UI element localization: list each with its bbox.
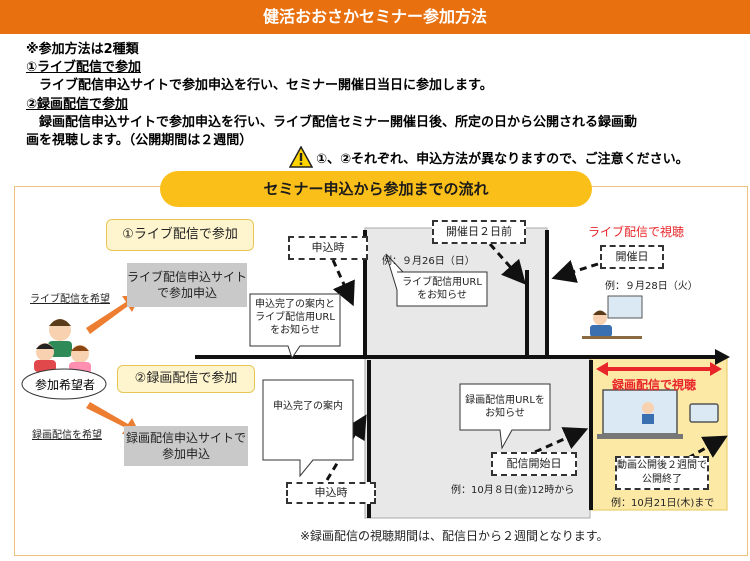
record-watch-label: 録画配信で視聴 [612,378,697,392]
record-viewer-illustration [597,389,719,439]
arrow-apply-live [331,259,355,307]
intro-line-6: 画を視聴します。（公開期間は２週間） [26,133,253,148]
live-label: ①ライブ配信で参加 [106,219,254,251]
record-start-example: 例：10月８日(金)12時から [451,485,575,496]
record-end-example: 例：10月21日(木)まで [611,498,715,509]
record-apply-when: 申込時 [286,482,376,504]
warning-icon [289,146,313,168]
live-wish-link[interactable]: ライブ配信を希望 [30,294,110,305]
live-example-date1: 例：９月26日（日） [382,256,475,267]
intro-line-4: ②録画配信で参加 [26,97,129,112]
page-title: 健活おおさかセミナー参加方法 [262,7,487,26]
live-apply-when: 申込時 [288,236,368,260]
live-viewer-illustration [582,295,643,339]
footnote: ※録画配信の視聴期間は、配信日から２週間となります。 [300,529,609,543]
live-example-date2: 例：９月28日（火） [605,281,698,292]
bubble-live-url [385,253,488,307]
arrow-record-start [534,427,589,454]
warning-text: ①、②それぞれ、申込方法が異なりますので、ご注意ください。 [316,152,689,167]
arrow-two-days [488,243,526,285]
record-url-text: 録画配信用URLをお知らせ [465,395,545,419]
bubble-record-url [459,383,551,450]
flow-title: セミナー申込から参加までの流れ [160,171,592,207]
live-two-days-before: 開催日２日前 [432,220,526,244]
arrow-event-day [551,260,599,283]
live-watch-label: ライブ配信で視聴 [588,225,685,239]
intro-line-1: ※参加方法は2種類 [26,42,139,57]
orange-arrow-live [86,296,140,334]
intro-line-3: ライブ配信申込サイトで参加申込を行い、セミナー開催日当日に参加します。 [26,78,493,93]
people-illustration [21,319,107,400]
page-header: 健活おおさかセミナー参加方法 [0,0,750,34]
live-complete-text: 申込完了の案内とライブ配信用URLをお知らせ [255,299,335,336]
record-wish-link[interactable]: 録画配信を希望 [32,430,102,441]
bubble-live-complete [249,293,341,360]
intro-line-5: 録画配信申込サイトで参加申込を行い、ライブ配信セミナー開催日後、所定の日から公開… [26,115,638,130]
live-url-text: ライブ配信用URLをお知らせ [402,277,482,301]
live-site-button[interactable]: ライブ配信申込サイトで参加申込 [127,263,247,307]
record-label: ②録画配信で参加 [117,365,255,393]
applicants-label: 参加希望者 [34,378,95,392]
intro-line-2: ①ライブ配信で参加 [26,60,142,75]
timeline-arrowhead [715,349,730,365]
record-site-button[interactable]: 録画配信申込サイトで参加申込 [124,426,248,466]
bubble-record-complete [262,379,354,478]
arrow-record-end [687,435,728,460]
record-start-day: 配信開始日 [491,452,577,476]
live-event-day: 開催日 [600,245,664,269]
record-end-notice: 動画公開後２週間で公開終了 [615,456,709,490]
record-complete-text: 申込完了の案内 [273,401,343,412]
